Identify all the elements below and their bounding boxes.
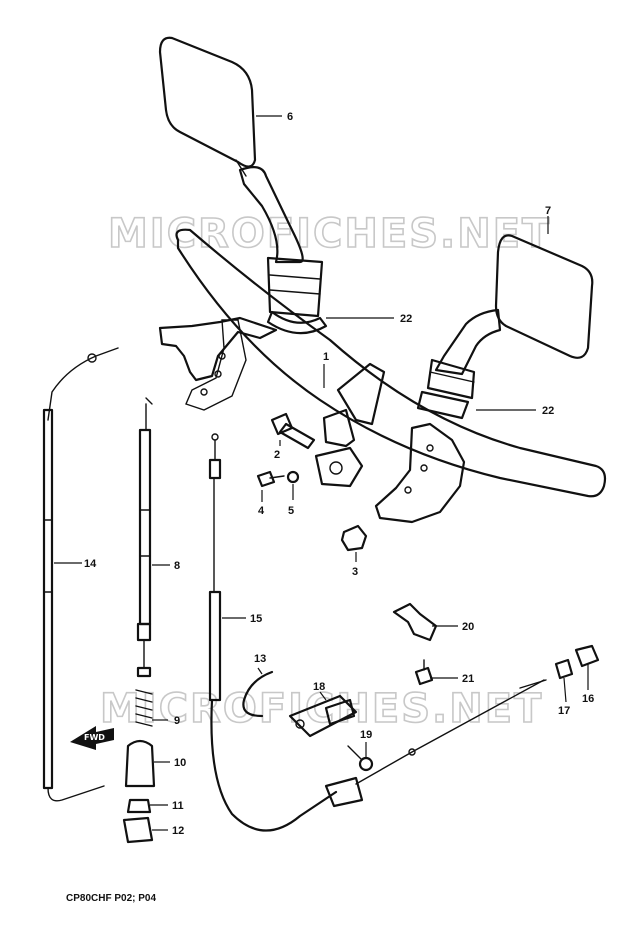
callout-1: 1 (323, 351, 329, 363)
callout-10: 10 (174, 757, 186, 769)
handlebar-clamp (314, 408, 364, 488)
callout-2: 2 (274, 449, 280, 461)
cable-end-17 (554, 658, 574, 680)
cable-bracket (288, 694, 358, 738)
cable-clip (242, 670, 274, 718)
screw (256, 470, 285, 488)
cable-8 (136, 397, 153, 678)
cable-end-16 (574, 644, 600, 668)
cable-14 (42, 347, 119, 802)
callout-9: 9 (174, 715, 180, 727)
washer (286, 470, 300, 484)
callout-21: 21 (462, 673, 474, 685)
bolt (270, 412, 316, 450)
watermark-top: MICROFICHES.NET (108, 211, 551, 257)
callout-4: 4 (258, 505, 265, 517)
callout-13: 13 (254, 653, 266, 665)
callout-12: 12 (172, 825, 184, 837)
callout-14: 14 (84, 558, 97, 570)
callout-20: 20 (462, 621, 474, 633)
forward-arrow-icon: FWD (70, 726, 114, 750)
adjuster (122, 816, 154, 844)
nut (340, 524, 368, 552)
cap (126, 798, 152, 814)
model-code: CP80CHF P02; P04 (66, 893, 156, 904)
callout-22-right: 22 (542, 405, 554, 417)
callout-17: 17 (558, 705, 570, 717)
callout-7: 7 (545, 205, 551, 217)
screw-21 (414, 659, 434, 686)
svg-text:FWD: FWD (84, 733, 105, 742)
screw-19 (347, 745, 374, 772)
callout-19: 19 (360, 729, 372, 741)
callout-11: 11 (172, 800, 184, 812)
leader-lines (54, 115, 589, 831)
callout-18: 18 (313, 681, 325, 693)
callout-22-left: 22 (400, 313, 412, 325)
cable-guide (392, 602, 438, 642)
callout-5: 5 (288, 505, 294, 517)
callout-8: 8 (174, 560, 180, 572)
handlebar (158, 228, 607, 524)
spring (135, 689, 153, 727)
cable-15 (208, 433, 547, 832)
callout-16: 16 (582, 693, 594, 705)
left-mirror (158, 36, 328, 335)
rubber-boot (124, 739, 156, 788)
right-mirror (416, 234, 594, 420)
callout-15: 15 (250, 613, 262, 625)
callout-3: 3 (352, 566, 358, 578)
callout-6: 6 (287, 111, 293, 123)
